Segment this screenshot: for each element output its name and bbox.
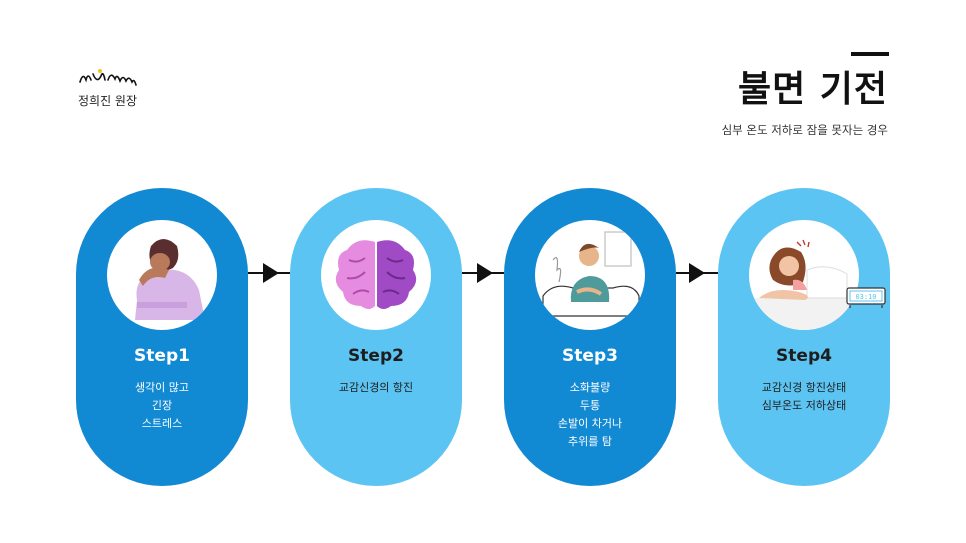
arrow-right-icon xyxy=(477,263,493,283)
step-label: Step1 xyxy=(134,346,190,366)
step-label: Step3 xyxy=(562,346,618,366)
arrow-right-icon xyxy=(263,263,279,283)
stressed-person-illustration xyxy=(107,220,217,330)
step-label: Step2 xyxy=(348,346,404,366)
author-name: 정희진 원장 xyxy=(78,94,138,108)
step-card-4: Step4 교감신경 항진상태 심부온도 저하상태 xyxy=(718,188,890,486)
step-description: 교감신경 항진상태 심부온도 저하상태 xyxy=(761,381,847,412)
step-description: 생각이 많고 긴장 스트레스 xyxy=(134,381,190,430)
arrow-right-icon xyxy=(689,263,705,283)
step-card-2: Step2 교감신경의 항진 xyxy=(290,188,462,486)
clock-display-text: 03:10 xyxy=(855,293,876,301)
step-card-1: Step1 생각이 많고 긴장 스트레스 xyxy=(76,188,248,486)
step-description: 소화불량 두통 손발이 차거나 추위를 탐 xyxy=(557,381,623,448)
alarm-clock-icon: 03:10 xyxy=(846,287,886,308)
page-title: 불면 기전 xyxy=(737,68,888,110)
step-label: Step4 xyxy=(776,346,832,366)
clinic-logo xyxy=(79,69,137,86)
title-accent-bar xyxy=(851,52,889,56)
sleepless-person-in-bed-illustration xyxy=(749,220,859,330)
person-holding-stomach-illustration xyxy=(535,220,645,330)
step-card-3: Step3 소화불량 두통 손발이 차거나 추위를 탐 xyxy=(504,188,676,486)
page-subtitle: 심부 온도 저하로 잠을 못자는 경우 xyxy=(721,123,888,137)
brain-illustration xyxy=(321,220,431,330)
step-description: 교감신경의 항진 xyxy=(338,381,414,394)
